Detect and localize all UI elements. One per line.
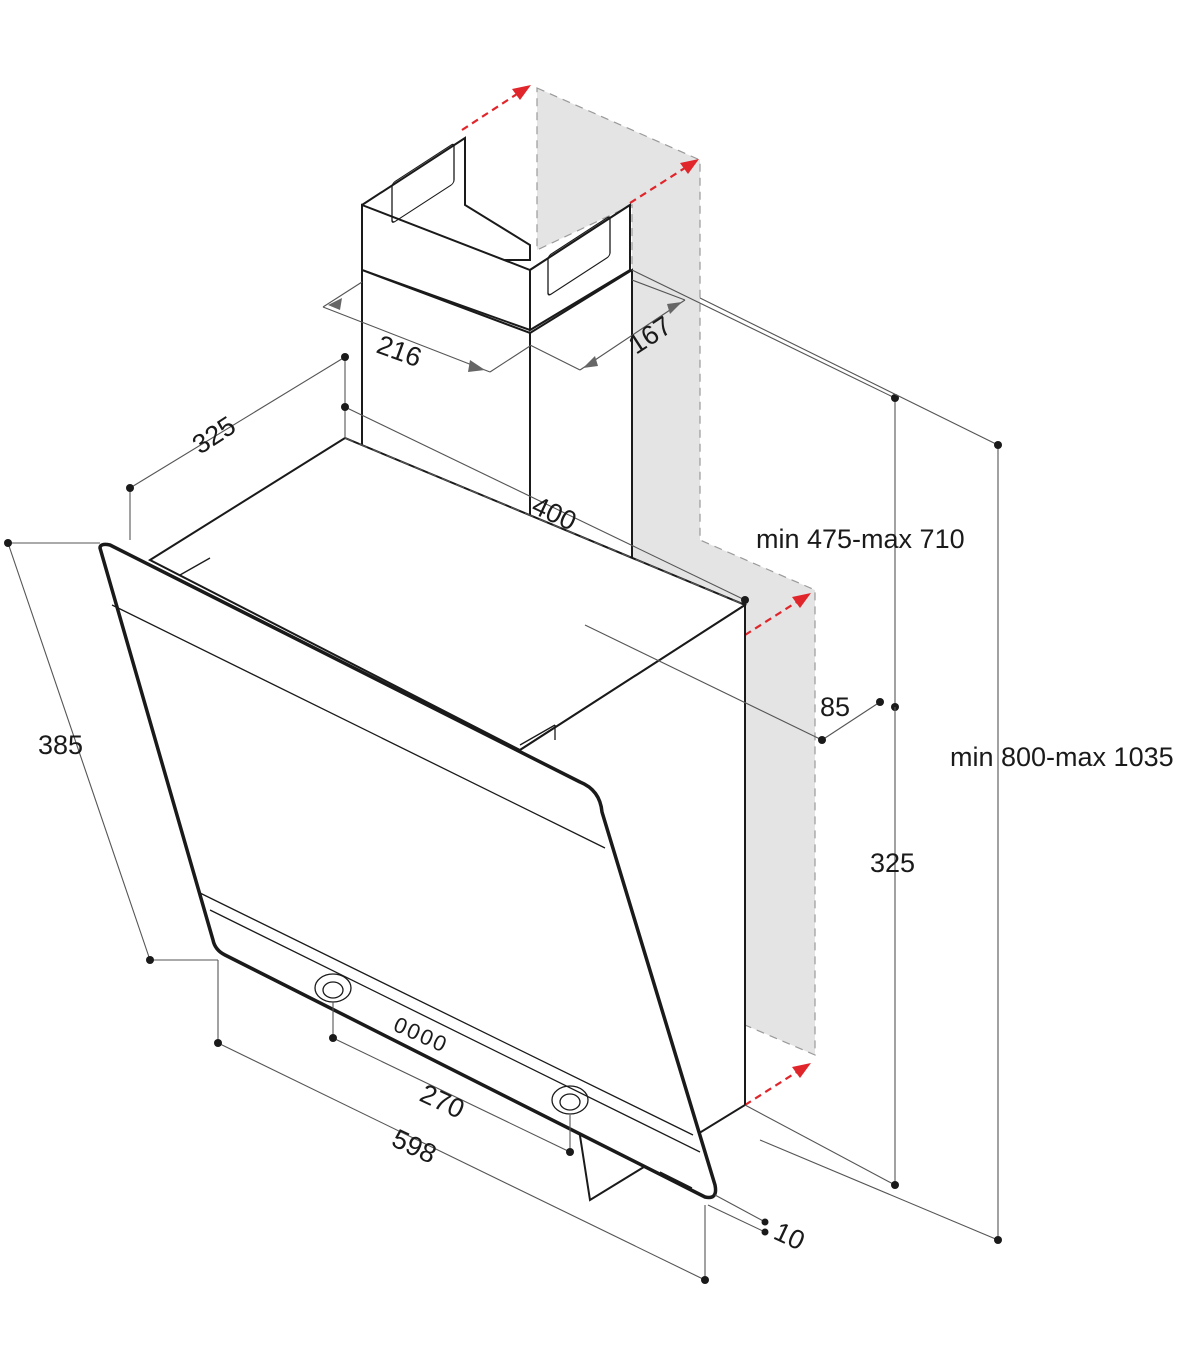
glass-front-panel xyxy=(98,542,718,1200)
dimension-lines xyxy=(4,269,1002,1284)
label-control-spacing: 270 xyxy=(415,1078,469,1124)
label-glass-height: 385 xyxy=(38,730,83,760)
chimney-vent-back xyxy=(391,143,455,223)
label-canopy-height: 325 xyxy=(870,848,915,878)
chimney-upper-right xyxy=(529,203,631,332)
dimension-labels: 216 167 325 400 min 475-max 710 85 min 8… xyxy=(38,310,1174,1256)
label-canopy-depth-top: 325 xyxy=(187,410,241,460)
label-overall-width: 598 xyxy=(387,1123,441,1169)
control-knob-right-icon xyxy=(551,1085,589,1115)
chimney-vent-front xyxy=(547,216,611,296)
label-chimney-height-range: min 475-max 710 xyxy=(756,524,965,554)
label-glass-thickness: 10 xyxy=(769,1216,809,1256)
air-outlet-arrows xyxy=(461,85,811,1106)
label-rear-offset: 85 xyxy=(820,692,850,722)
label-total-height-range: min 800-max 1035 xyxy=(950,742,1174,772)
